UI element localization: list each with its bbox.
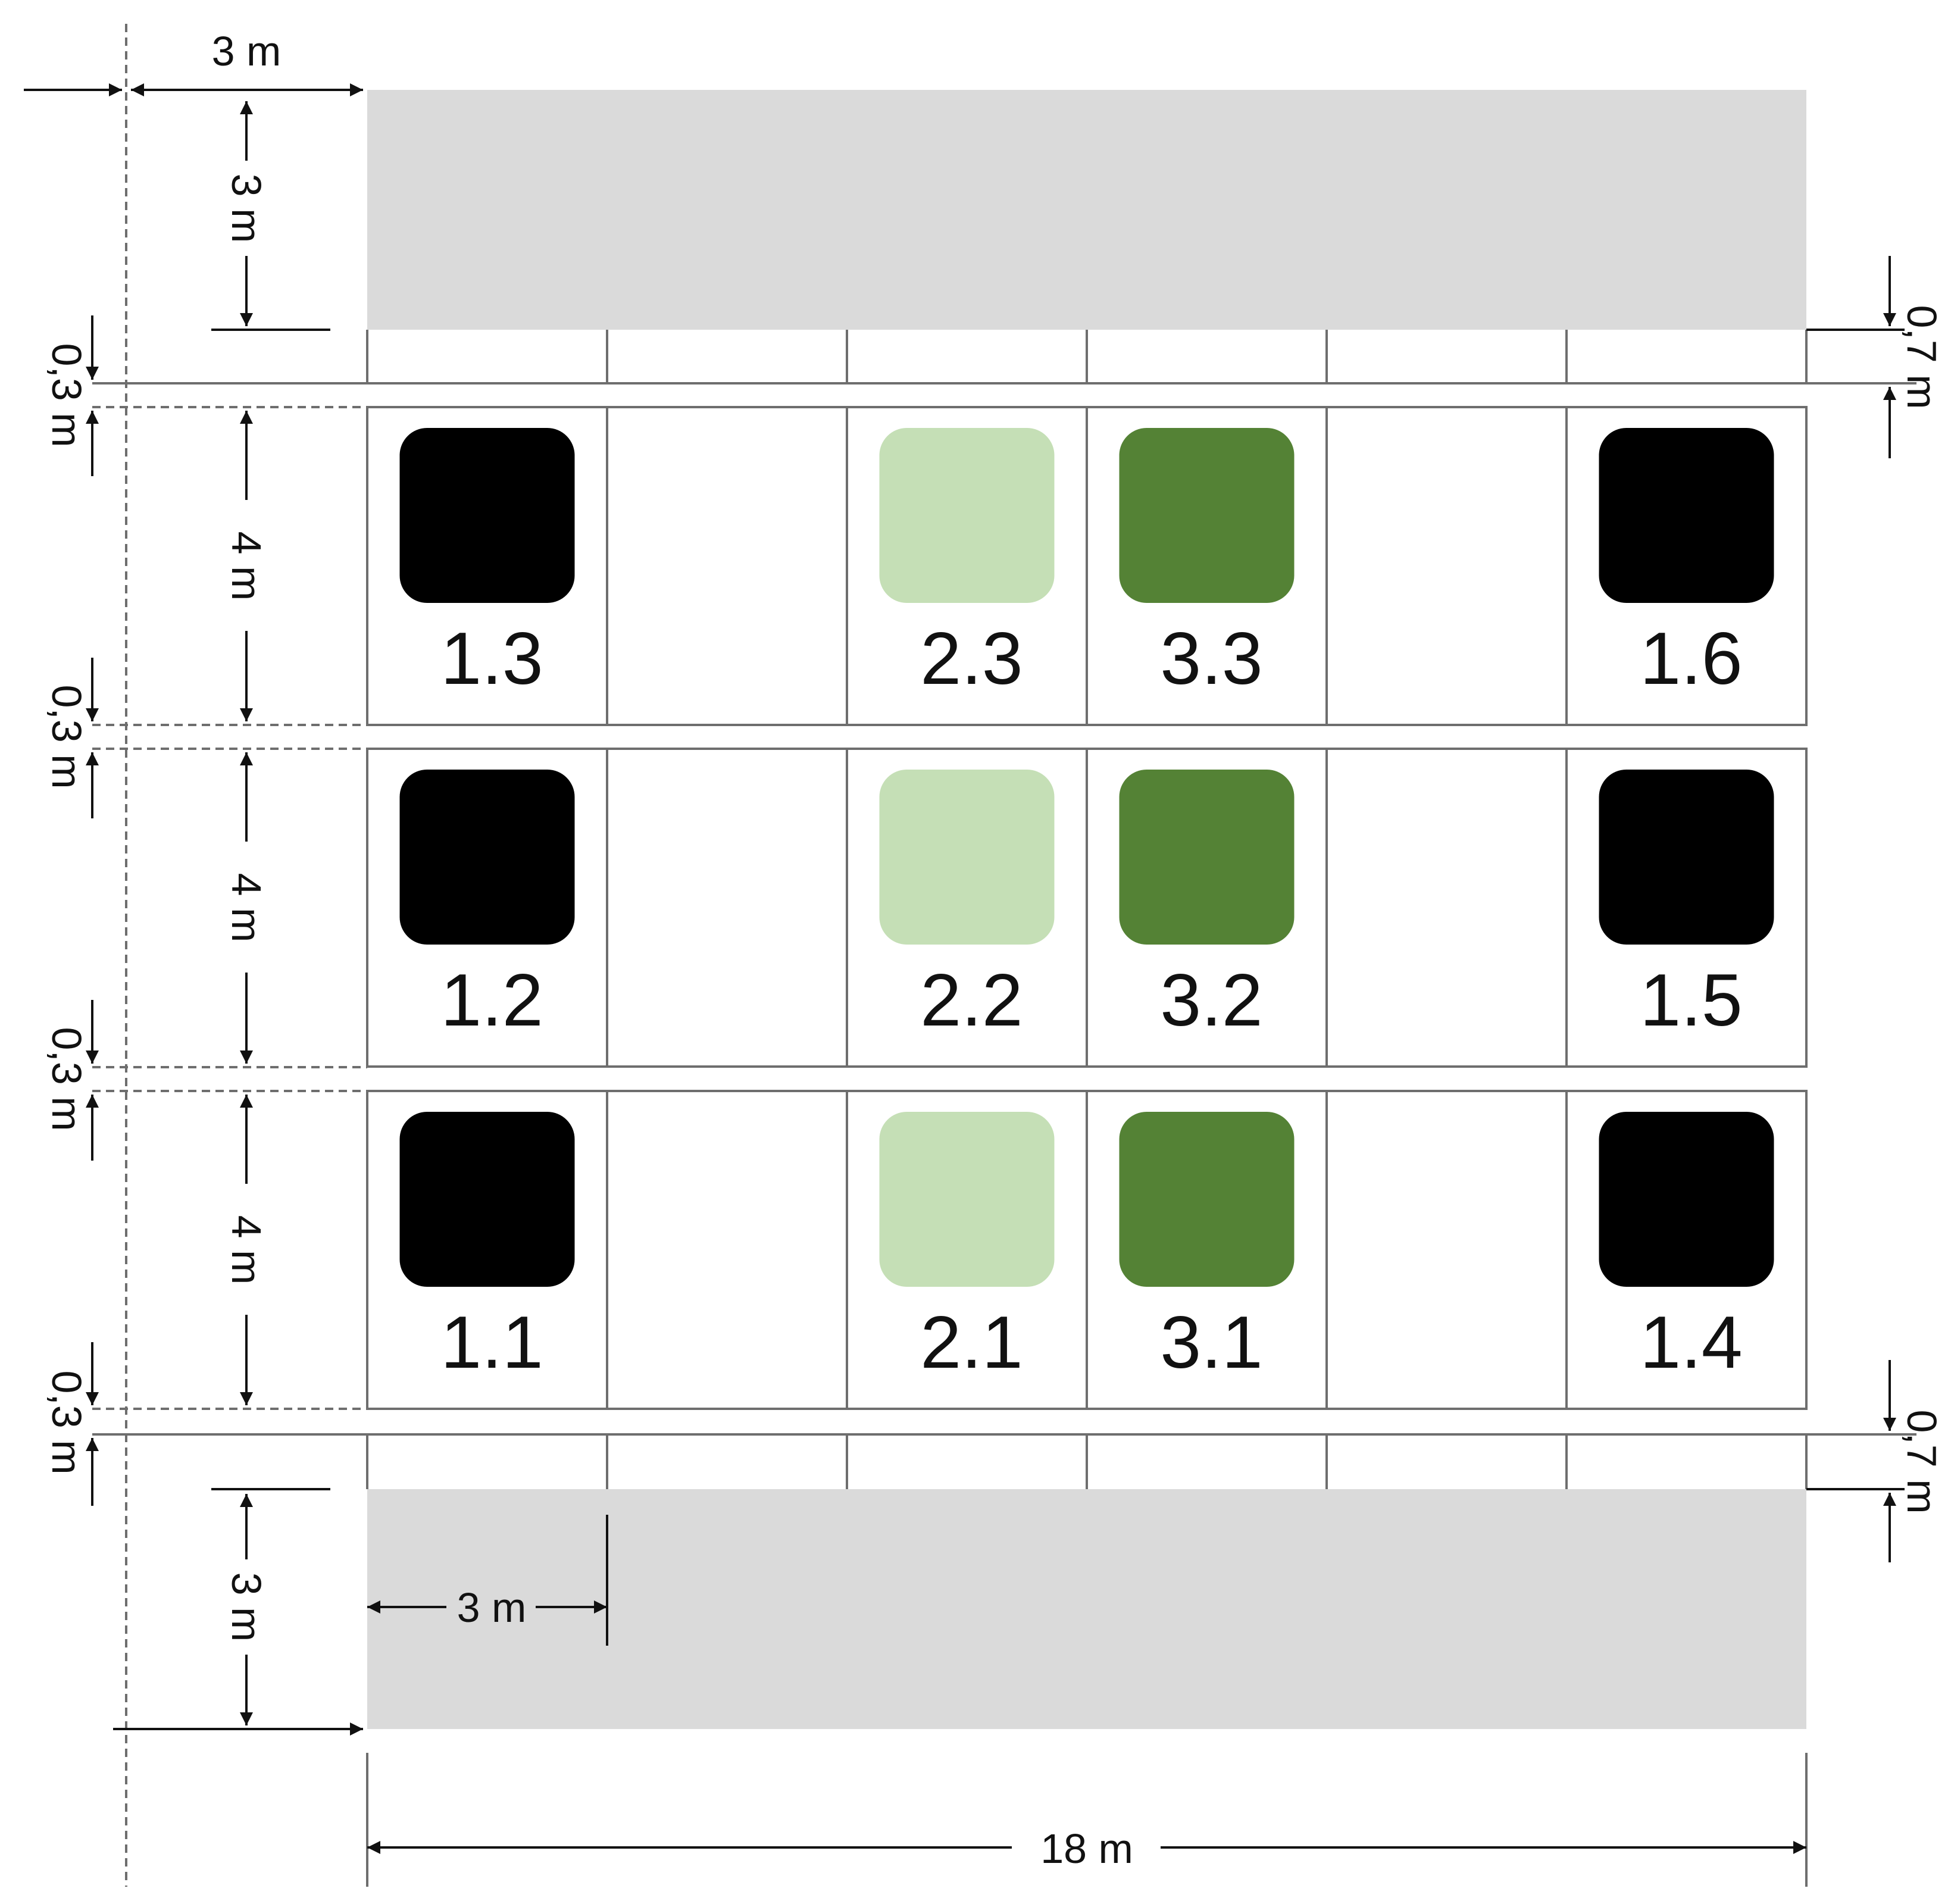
plot-1-5: 1.5 [1599, 770, 1774, 1042]
dimension-label-row-gap-2: 0,3 m [43, 684, 90, 789]
dimension-column-width: 3 m [367, 1515, 608, 1646]
plot-label: 3.3 [1160, 618, 1262, 700]
dimension-label-path-width-bottom: 0,7 m [1899, 1409, 1945, 1514]
plot-3-3: 3.3 [1119, 428, 1295, 700]
dimension-label-row-gap-1: 0,3 m [43, 343, 90, 447]
top-path-strip [92, 330, 1916, 384]
plot-square [879, 770, 1055, 945]
dimension-label-column-width: 3 m [457, 1584, 527, 1631]
plot-label: 1.2 [440, 959, 543, 1042]
plot-label: 1.3 [440, 618, 543, 700]
plot-row-1 [366, 406, 1808, 726]
dimension-label-top-border: 3 m [223, 174, 270, 243]
plot-label: 3.1 [1160, 1302, 1262, 1384]
plot-label: 1.6 [1640, 618, 1742, 700]
plot-row-3 [366, 1090, 1808, 1410]
dimension-left-margin: 3 m [24, 28, 363, 96]
plot-square [399, 1112, 575, 1287]
plot-label: 1.4 [1640, 1302, 1742, 1384]
dimension-top-border: 3 m [211, 101, 330, 331]
dimension-path-width-top: 0,7 m [1806, 256, 1945, 458]
dimension-row-height-2: 4 m [223, 752, 270, 1064]
plot-square [1599, 770, 1774, 945]
dimension-path-width-bottom: 0,7 m [1806, 1360, 1945, 1562]
dimension-label-row-gap-3: 0,3 m [43, 1027, 90, 1131]
dimension-row-height-3: 4 m [223, 1095, 270, 1405]
plot-square [1599, 428, 1774, 603]
plot-1-3: 1.3 [399, 428, 575, 700]
bottom-border-row [367, 1489, 1806, 1729]
dimension-label-left-margin: 3 m [212, 28, 282, 74]
treatment-plots: 1.3 2.3 3.3 1.6 1.2 2.2 3.2 1.5 1.1 2.1 3.1 1.4 [399, 428, 1774, 1384]
plot-1-6: 1.6 [1599, 428, 1774, 700]
bottom-path-strip [92, 1433, 1916, 1489]
dimension-bottom-border: 3 m [113, 1488, 363, 1736]
dimension-label-total-width: 18 m [1040, 1825, 1133, 1872]
plot-square [879, 1112, 1055, 1287]
dimension-row-gap-2: 0,3 m [43, 658, 99, 818]
dimension-row-gap-1: 0,3 m [43, 315, 99, 476]
plot-label: 1.1 [440, 1302, 543, 1384]
dimension-label-row-height-2: 4 m [223, 873, 270, 943]
plot-rows [366, 406, 1808, 1410]
plot-1-1: 1.1 [399, 1112, 575, 1384]
plot-square [1119, 770, 1295, 945]
plot-square [399, 428, 575, 603]
dimension-total-width: 18 m [367, 1825, 1806, 1872]
plot-label: 3.2 [1160, 959, 1262, 1042]
plot-row-2 [366, 748, 1808, 1068]
plot-label: 2.3 [920, 618, 1023, 700]
dimension-row-gap-3: 0,3 m [43, 1000, 99, 1161]
guide-lines [92, 24, 1808, 1887]
plot-2-1: 2.1 [879, 1112, 1055, 1384]
plot-3-2: 3.2 [1119, 770, 1295, 1042]
plot-label: 2.1 [920, 1302, 1023, 1384]
dimension-label-row-height-1: 4 m [223, 532, 270, 601]
plot-square [399, 770, 575, 945]
plot-square [1599, 1112, 1774, 1287]
dimension-label-bottom-border: 3 m [223, 1572, 270, 1642]
dimension-label-row-gap-4: 0,3 m [43, 1370, 90, 1474]
plot-square [1119, 1112, 1295, 1287]
dimension-label-row-height-3: 4 m [223, 1215, 270, 1285]
dimension-row-height-1: 4 m [223, 411, 270, 721]
plot-label: 2.2 [920, 959, 1023, 1042]
plot-2-3: 2.3 [879, 428, 1055, 700]
plot-square [1119, 428, 1295, 603]
plot-1-4: 1.4 [1599, 1112, 1774, 1384]
plot-square [879, 428, 1055, 603]
top-border-row [367, 90, 1806, 330]
plot-3-1: 3.1 [1119, 1112, 1295, 1384]
plot-2-2: 2.2 [879, 770, 1055, 1042]
dimension-row-gap-4: 0,3 m [43, 1342, 99, 1506]
plot-label: 1.5 [1640, 959, 1742, 1042]
dimension-label-path-width-top: 0,7 m [1899, 305, 1945, 409]
plot-1-2: 1.2 [399, 770, 575, 1042]
